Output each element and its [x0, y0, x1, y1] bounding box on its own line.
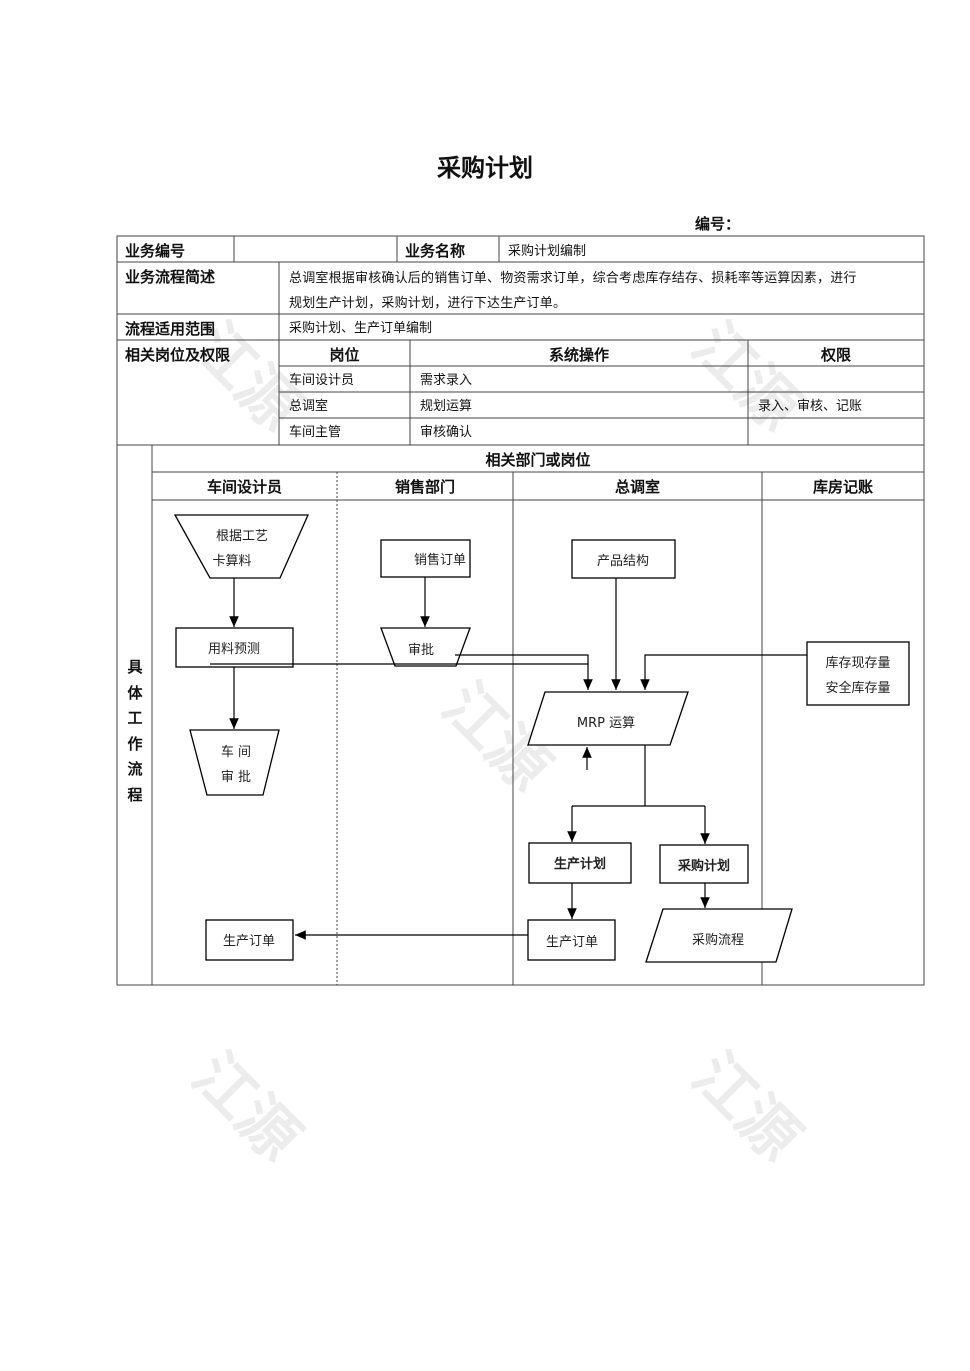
roles-label: 相关岗位及权限 [125, 346, 231, 364]
prod-order-ws-text: 生产订单 [223, 934, 275, 949]
stock-box [806, 641, 910, 706]
approve-text: 审批 [408, 643, 434, 658]
roles-header-op: 系统操作 [548, 346, 609, 364]
ws-approve-text: 审 批 [221, 770, 251, 785]
summary-line: 规划生产计划，采购计划，进行下达生产订单。 [289, 296, 567, 311]
product-structure-text: 产品结构 [597, 554, 649, 569]
approve-shape [380, 627, 471, 667]
summary-line: 总调室根据审核确认后的销售订单、物资需求订单，综合考虑库存结存、损耗率等运算因素… [289, 271, 857, 286]
ws-approve-text: 车 间 [221, 744, 251, 760]
calc-text: 卡算料 [212, 554, 251, 569]
role-op: 需求录入 [420, 373, 473, 388]
role-post: 车间设计员 [289, 373, 355, 388]
role-op: 审核确认 [420, 425, 473, 440]
biz-name-label: 业务名称 [405, 242, 466, 260]
role-post: 总调室 [289, 399, 329, 414]
forecast-text: 用料预测 [208, 642, 260, 657]
scope-value: 采购计划、生产订单编制 [289, 321, 433, 336]
roles-header-perm: 权限 [820, 346, 851, 364]
mrp-text: MRP 运算 [577, 716, 635, 731]
lane-header: 总调室 [614, 478, 660, 496]
prod-plan-box [528, 842, 632, 884]
prod-plan-text: 生产计划 [554, 856, 606, 872]
role-perm [752, 419, 764, 425]
sales-order-text: 销售订单 [414, 552, 466, 568]
flow-arrows [210, 577, 807, 940]
biz-name-value: 采购计划编制 [508, 244, 587, 259]
summary-label: 业务流程简述 [125, 268, 216, 286]
mrp-shape [527, 691, 689, 746]
lane-header: 车间设计员 [206, 478, 282, 496]
purchase-flow-shape [645, 908, 793, 963]
table-grid [116, 235, 925, 986]
stock-text: 安全库存量 [825, 680, 890, 696]
lane-header: 库房记账 [812, 478, 873, 496]
dept-header: 相关部门或岗位 [485, 451, 591, 469]
lane-header: 销售部门 [394, 478, 455, 496]
ws-approve-shape [189, 729, 280, 796]
page-title: 采购计划 [437, 153, 533, 182]
prod-order-center-box [527, 919, 616, 961]
flow-shapes [173, 514, 910, 963]
calc-shape [173, 514, 310, 579]
purchase-plan-box [659, 844, 749, 884]
summary-text: 总调室根据审核确认后的销售订单、物资需求订单，综合考虑库存结存、损耗率等运算因素… [283, 263, 863, 319]
forecast-box [175, 627, 294, 668]
prod-order-center-text: 生产订单 [546, 935, 598, 950]
purchase-flow-text: 采购流程 [692, 932, 744, 948]
stock-text: 库存现存量 [825, 655, 890, 671]
biz-code-value [236, 237, 248, 243]
role-post: 车间主管 [289, 425, 342, 440]
prod-order-ws-box [205, 919, 294, 961]
sales-order-box [380, 539, 471, 578]
roles-header-post: 岗位 [329, 346, 360, 364]
role-perm [752, 367, 764, 373]
scope-label: 流程适用范围 [125, 320, 216, 338]
flow-label: 具体工作流程 [127, 658, 143, 804]
product-structure-box [571, 539, 676, 579]
code-label: 编号： [695, 215, 741, 233]
biz-code-label: 业务编号 [125, 242, 186, 260]
role-op: 规划运算 [420, 399, 473, 414]
purchase-plan-text: 采购计划 [677, 858, 730, 874]
calc-text: 根据工艺 [216, 529, 268, 544]
role-perm: 录入、审核、记账 [758, 399, 863, 414]
